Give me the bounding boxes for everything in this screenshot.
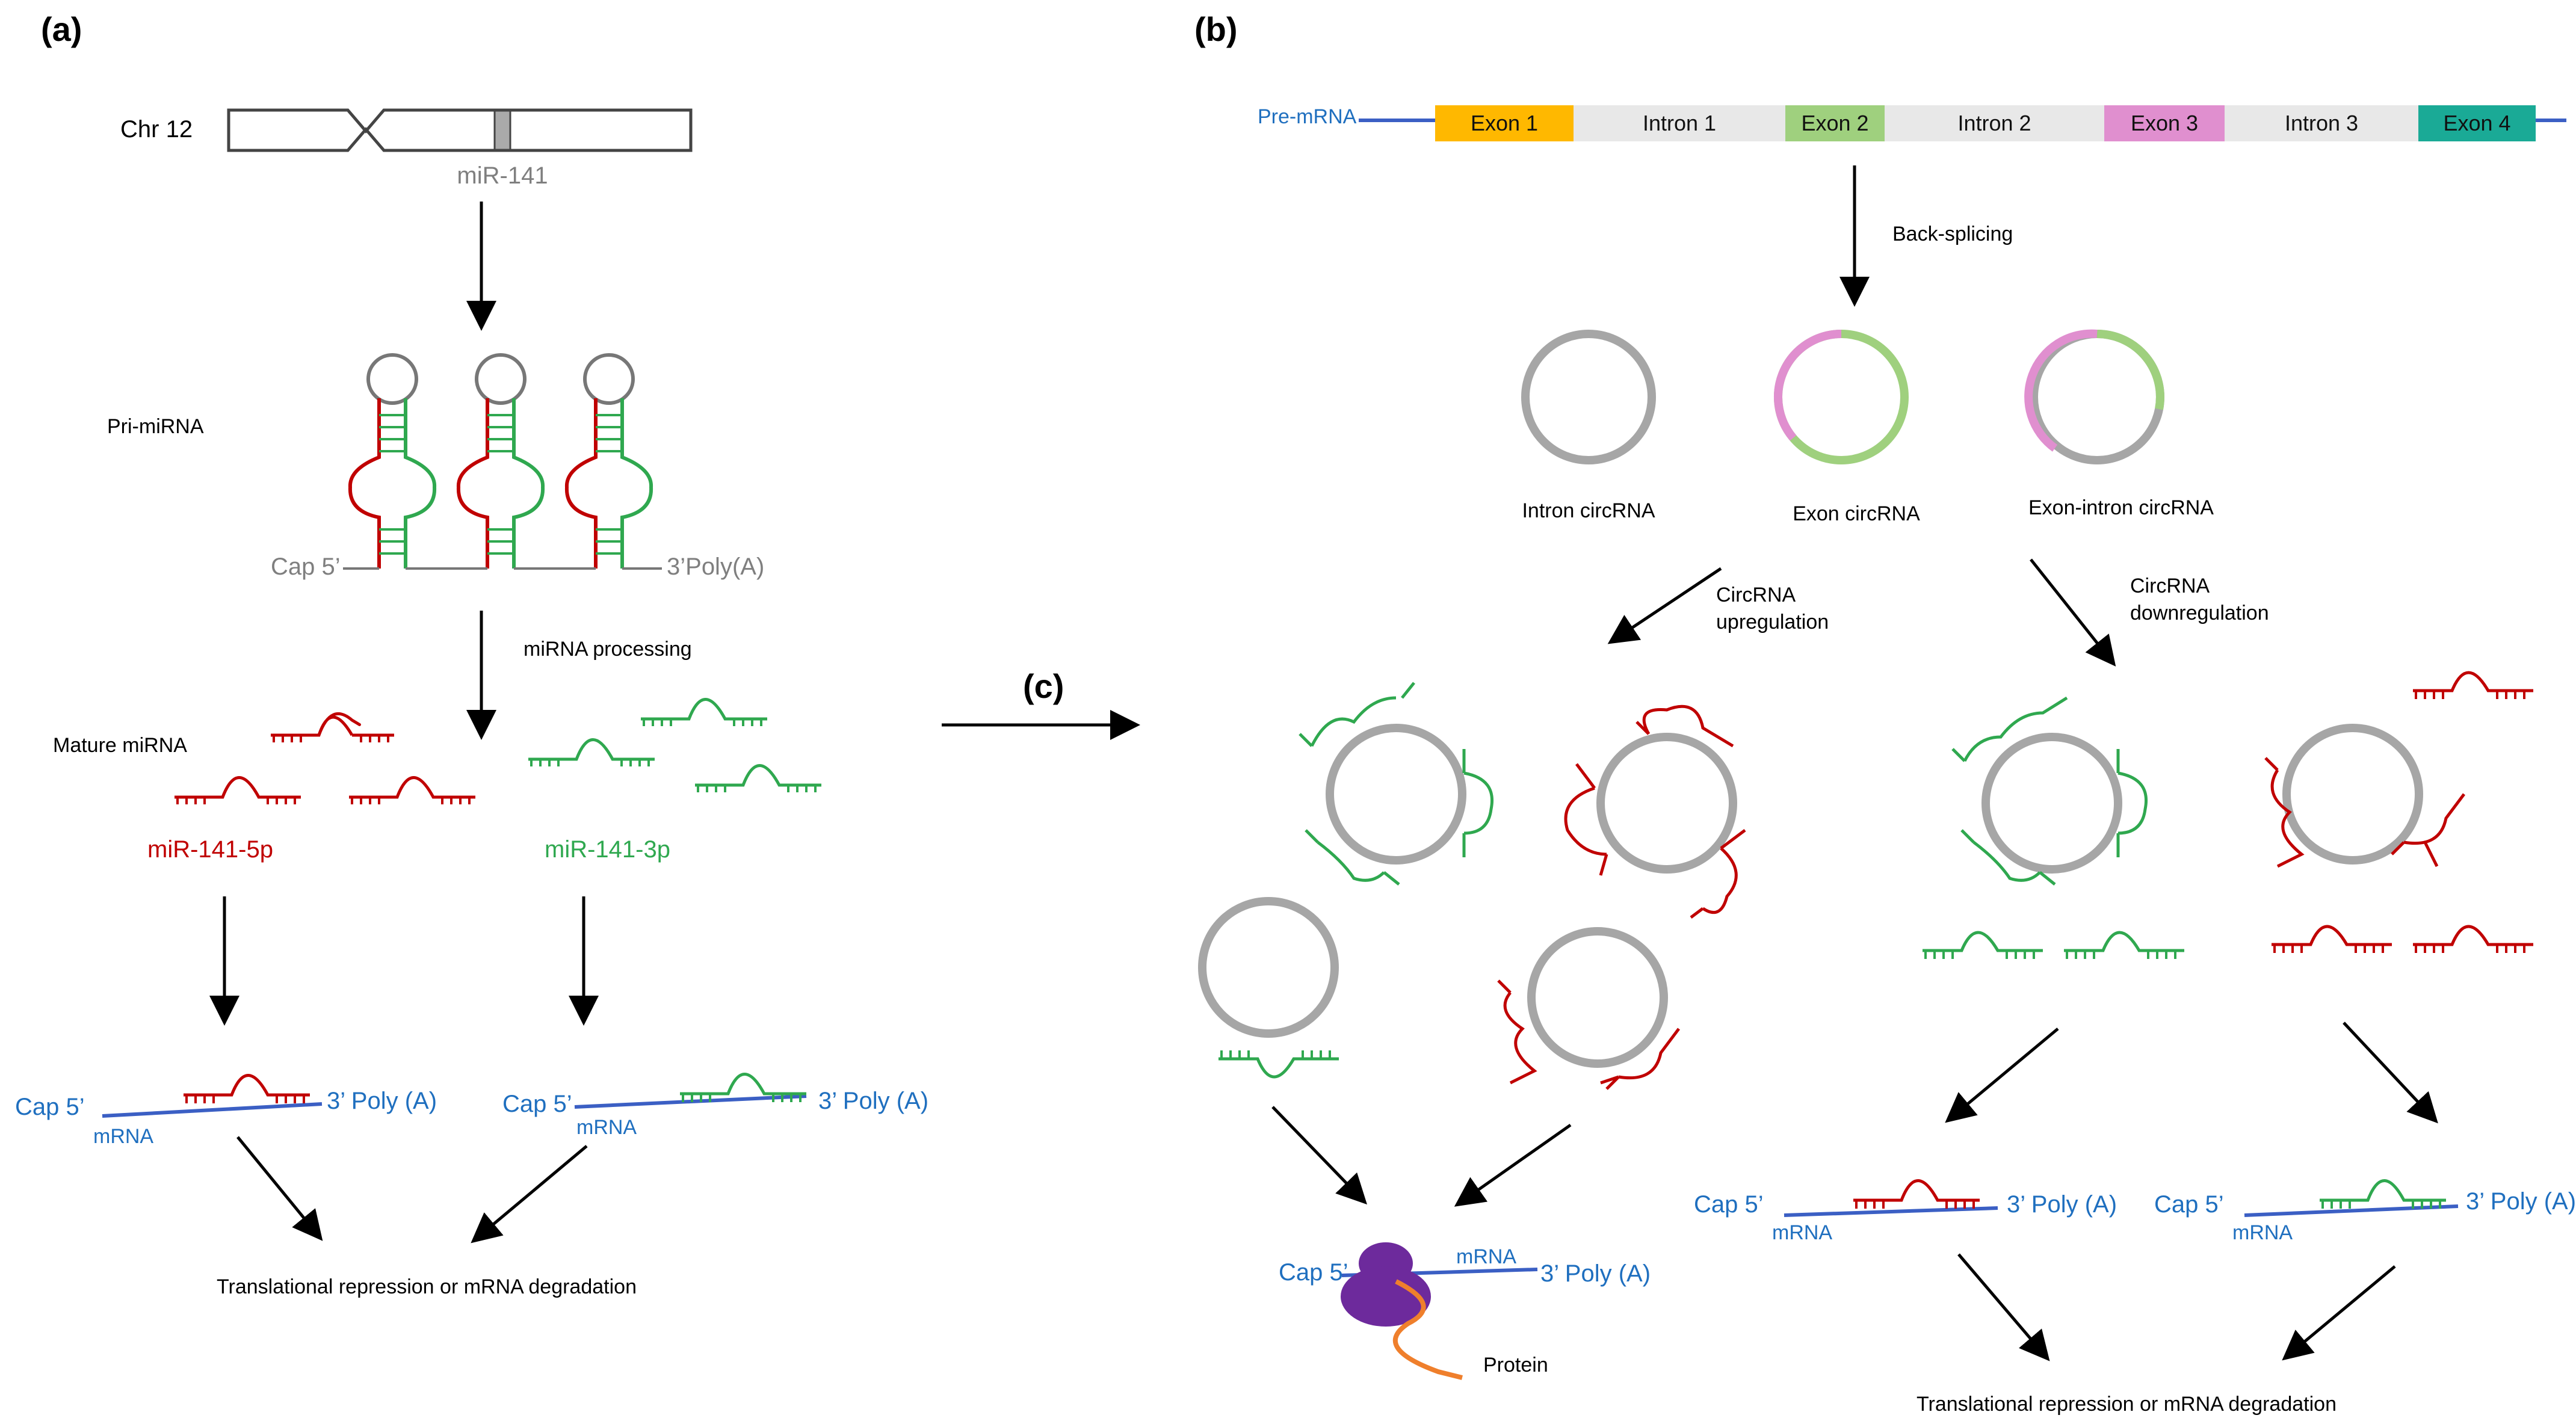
exon-circrna-label: Exon circRNA — [1793, 502, 1920, 525]
arrow-up-right-to-protein — [1454, 1123, 1572, 1207]
mrna-right-cap: Cap 5’ — [502, 1091, 572, 1117]
chromosome-12 — [227, 108, 693, 152]
pre-mrna-segment-label: Intron 3 — [2285, 111, 2358, 135]
ribosome-large-subunit — [1341, 1266, 1431, 1327]
mrna-left-label: mRNA — [93, 1125, 153, 1148]
mrna-target-right: Cap 5’ mRNA 3’ Poly (A) — [502, 1073, 928, 1139]
pre-mrna-segment-label: Exon 3 — [2131, 111, 2198, 135]
pre-mrna-segment-exon-1 — [1435, 105, 1574, 141]
protein-mrna-label: mRNA — [1456, 1245, 1516, 1268]
pre-mrna-segment-label: Exon 1 — [1471, 111, 1538, 135]
mrna-target-b-right: Cap 5’ mRNA 3’ Poly (A) — [2154, 1179, 2576, 1244]
downregulation-label-1: CircRNA — [2130, 575, 2210, 597]
mrna-target-b-left: Cap 5’ mRNA 3’ Poly (A) — [1694, 1179, 2117, 1244]
mir141-5p-label: miR-141-5p — [147, 836, 273, 863]
exon-intron-circrna — [2024, 329, 2164, 464]
processing-label: miRNA processing — [524, 638, 692, 661]
arrow-left-to-outcome — [236, 1136, 323, 1241]
downregulation-label-2: downregulation — [2130, 602, 2269, 624]
arrow-b-left-to-outcome — [1957, 1253, 2050, 1361]
arrow-up-left-to-protein — [1271, 1106, 1367, 1205]
circle-red-lone — [1497, 927, 1680, 1090]
mature-mirna-label: Mature miRNA — [53, 734, 187, 757]
mrna-b-left-label: mRNA — [1772, 1221, 1832, 1244]
mrna-right-poly: 3’ Poly (A) — [818, 1088, 928, 1114]
sponge-circle-red — [1564, 704, 1746, 919]
arrow-upregulation — [1607, 567, 1722, 644]
panel-label-a: (a) — [41, 10, 82, 48]
arrow-b-right-to-outcome — [2282, 1265, 2396, 1361]
arrow-down-right-to-mrna — [2343, 1022, 2438, 1124]
pre-mrna-label: Pre-mRNA — [1258, 105, 1357, 128]
mrna-b-right-poly: 3’ Poly (A) — [2466, 1188, 2576, 1215]
protein-chain — [1392, 1279, 1463, 1380]
pre-mrna-segment-label: Intron 2 — [1957, 111, 2031, 135]
sponge-circle-green — [1299, 682, 1493, 886]
pri-mirna-structure — [343, 353, 662, 570]
pre-mrna-segment-exon-3 — [2104, 105, 2225, 141]
down-circle-red — [2264, 724, 2465, 868]
pre-mrna-segment-intron-3 — [2225, 105, 2418, 141]
arrow-down-left-to-mrna — [1945, 1028, 2059, 1123]
exon-intron-circrna-label: Exon-intron circRNA — [2028, 496, 2214, 519]
free-mirna-down — [1923, 671, 2533, 959]
protein-label: Protein — [1483, 1354, 1548, 1376]
arrow-downregulation — [2030, 558, 2116, 667]
panel-label-b: (b) — [1194, 10, 1238, 48]
mature-mirna-green — [528, 698, 821, 792]
mrna-left-poly: 3’ Poly (A) — [327, 1088, 437, 1114]
arrow-right-to-outcome — [471, 1145, 588, 1244]
ribosome-translation — [1341, 1242, 1538, 1380]
pre-mrna-segment-label: Intron 1 — [1643, 111, 1716, 135]
mir141-gene-label: miR-141 — [457, 162, 548, 189]
mrna-b-left-cap: Cap 5’ — [1694, 1191, 1764, 1218]
pre-mrna-segment-exon-2 — [1785, 105, 1885, 141]
protein-mrna-poly: 3’ Poly (A) — [1540, 1260, 1651, 1287]
mrna-left-cap: Cap 5’ — [15, 1094, 85, 1120]
pre-mrna-segments: Exon 1 Intron 1 Exon 2 Intron 2 Exon 3 Intron… — [1435, 105, 2536, 141]
intron-circrna — [1521, 330, 1656, 464]
intron-circrna-label: Intron circRNA — [1522, 499, 1655, 522]
pre-mrna-segment-exon-4 — [2418, 105, 2536, 141]
pri-cap-label: Cap 5’ — [271, 553, 341, 580]
mrna-b-left-poly: 3’ Poly (A) — [2007, 1191, 2117, 1218]
mrna-right-label: mRNA — [576, 1116, 637, 1139]
pre-mrna-segment-label: Exon 4 — [2443, 111, 2510, 135]
mrna-b-right-cap: Cap 5’ — [2154, 1191, 2224, 1218]
pre-mrna-segment-label: Exon 2 — [1801, 111, 1868, 135]
protein-mrna-cap: Cap 5’ — [1279, 1259, 1348, 1286]
panel-label-c: (c) — [1023, 667, 1064, 705]
pri-polya-label: 3’Poly(A) — [667, 553, 764, 580]
outcome-a: Translational repression or mRNA degrada… — [217, 1275, 637, 1298]
outcome-b: Translational repression or mRNA degrada… — [1917, 1393, 2337, 1416]
mir141-locus — [493, 109, 511, 151]
back-splicing-label: Back-splicing — [1892, 223, 2013, 245]
upregulation-label-2: upregulation — [1716, 611, 1829, 633]
exon-circrna — [1774, 330, 1909, 464]
mrna-b-right-label: mRNA — [2232, 1221, 2293, 1244]
mature-mirna-red — [175, 712, 475, 804]
pre-mrna-segment-intron-2 — [1885, 105, 2104, 141]
pri-mirna-label: Pri-miRNA — [107, 415, 204, 438]
upregulation-label-1: CircRNA — [1716, 584, 1796, 606]
mir141-3p-label: miR-141-3p — [545, 836, 670, 863]
circle-green-lone — [1198, 897, 1339, 1079]
pre-mrna-segment-intron-1 — [1574, 105, 1785, 141]
mrna-target-left: Cap 5’ mRNA 3’ Poly (A) — [15, 1074, 437, 1148]
chromosome-label: Chr 12 — [120, 116, 193, 143]
down-circle-green — [1951, 696, 2148, 886]
